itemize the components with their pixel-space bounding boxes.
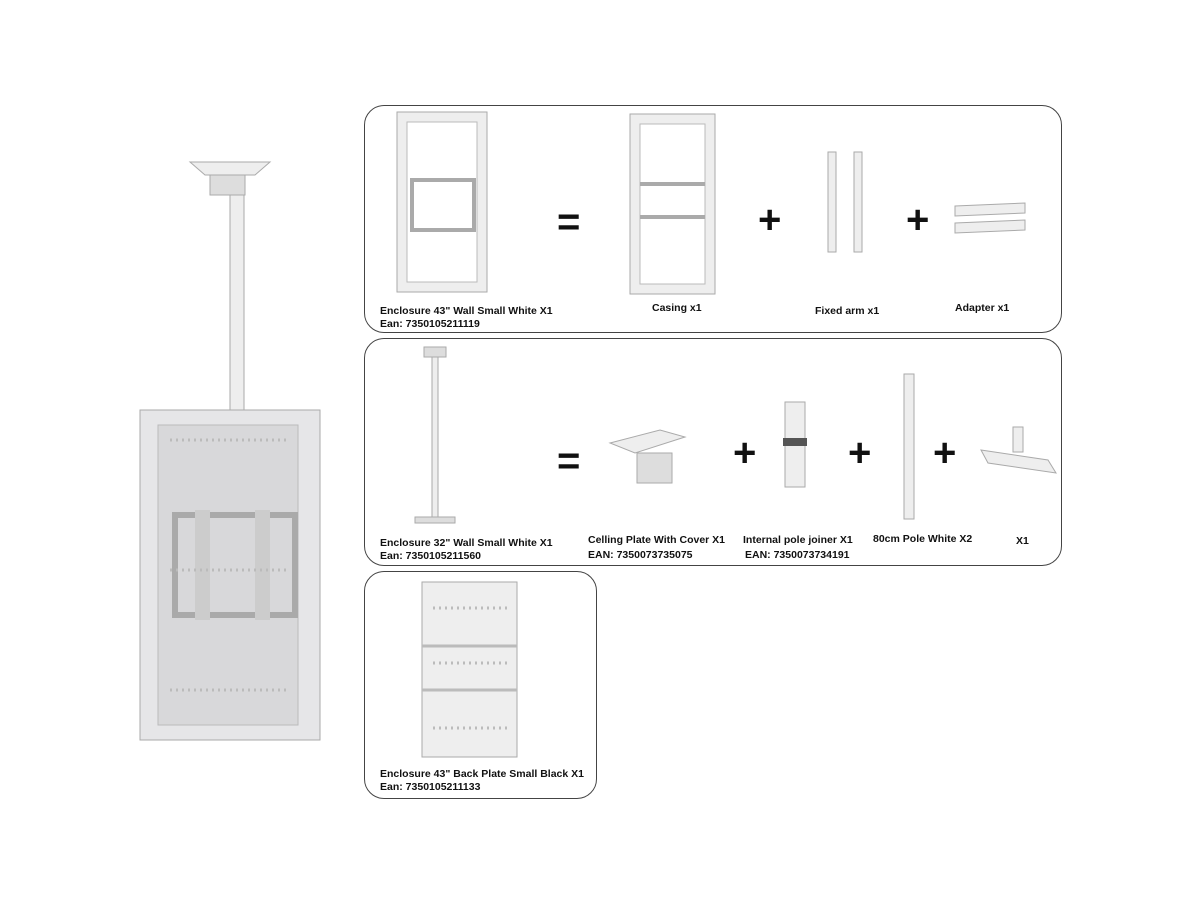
equals-sign: = <box>557 439 581 483</box>
fixed-arm-label: Fixed arm x1 <box>815 305 880 317</box>
ceiling-plate-illustration <box>608 429 687 484</box>
assembled-enclosure-illustration <box>139 161 321 741</box>
plus-sign: + <box>848 431 872 475</box>
enclosure-43-label: Enclosure 43" Wall Small White X1 <box>380 305 553 317</box>
casing-label: Casing x1 <box>652 302 702 314</box>
ceiling-pole-illustration <box>414 346 456 524</box>
back-plate-label: Enclosure 43" Back Plate Small Black X1 <box>380 768 585 780</box>
adapter-illustration <box>954 202 1026 234</box>
pole-joiner-ean: EAN: 7350073734191 <box>745 549 850 561</box>
plus-sign: + <box>733 431 757 475</box>
enclosure-32-label: Enclosure 32" Wall Small White X1 <box>380 537 553 549</box>
pole-joiner-label: Internal pole joiner X1 <box>743 534 853 546</box>
pole-illustration <box>903 373 915 520</box>
equals-sign: = <box>557 200 581 244</box>
fixed-arm-illustration <box>827 151 863 253</box>
enclosure-43-illustration <box>396 111 488 293</box>
plus-sign: + <box>933 431 957 475</box>
plus-sign: + <box>906 198 930 242</box>
mount-bracket-illustration <box>980 426 1057 474</box>
kit-row-32-wall <box>364 338 1062 566</box>
casing-illustration <box>629 113 716 295</box>
pole-label: 80cm Pole White X2 <box>873 533 973 545</box>
back-plate-ean: Ean: 7350105211133 <box>380 781 481 793</box>
ceiling-plate-ean: EAN: 7350073735075 <box>588 549 693 561</box>
back-plate-illustration <box>421 581 518 758</box>
enclosure-43-ean: Ean: 7350105211119 <box>380 318 480 330</box>
ceiling-plate-label: Celling Plate With Cover X1 <box>588 534 726 546</box>
pole-joiner-illustration <box>783 401 807 488</box>
bracket-label: X1 <box>1016 535 1029 547</box>
plus-sign: + <box>758 198 782 242</box>
enclosure-32-ean: Ean: 7350105211560 <box>380 550 482 562</box>
adapter-label: Adapter x1 <box>955 302 1010 314</box>
